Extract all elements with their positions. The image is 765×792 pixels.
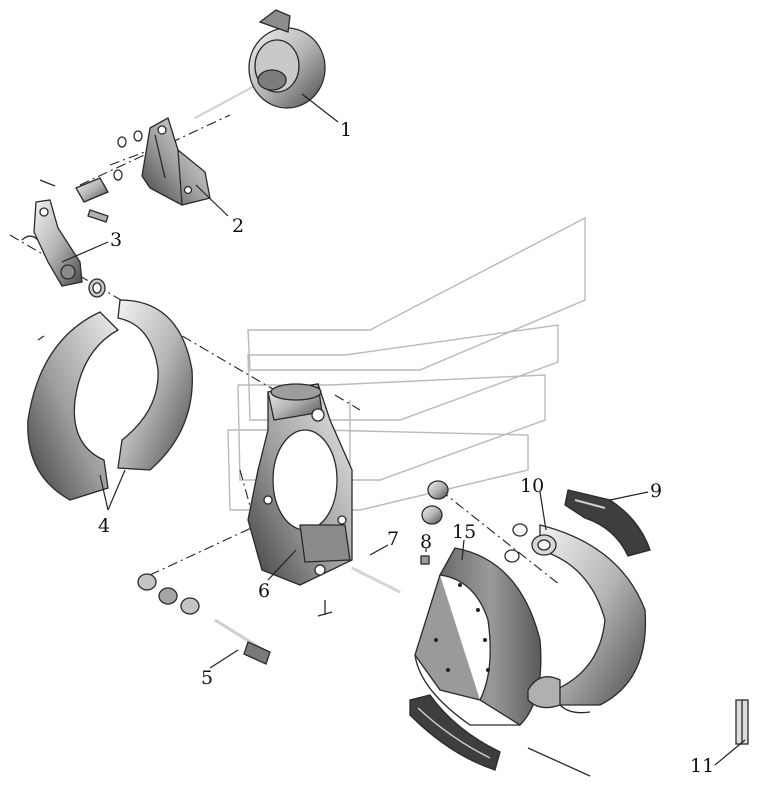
callout-8: 8	[420, 531, 432, 553]
chamber-bracket	[141, 117, 211, 206]
camshaft	[137, 573, 271, 665]
brake-lining	[414, 547, 542, 726]
callout-labels: 1 2 3 4 5 6 7 8 9 10 11 15	[98, 119, 714, 777]
callout-1: 1	[340, 119, 352, 141]
brake-chamber	[194, 9, 326, 119]
callout-5: 5	[201, 667, 213, 689]
callout-11: 11	[690, 755, 714, 777]
brake-spider	[247, 383, 353, 617]
dust-shield	[27, 299, 193, 501]
anchor-pin	[351, 566, 401, 594]
brake-shoe	[527, 524, 647, 714]
callout-6: 6	[258, 580, 270, 602]
callout-10: 10	[520, 475, 544, 497]
clevis-hardware	[39, 130, 143, 223]
callout-7: 7	[387, 528, 399, 550]
callout-3: 3	[110, 229, 122, 251]
detail-pin	[735, 699, 749, 745]
lining-segment-upper	[564, 489, 651, 557]
callout-4: 4	[98, 515, 110, 537]
callout-2: 2	[232, 215, 244, 237]
slack-adjuster	[21, 199, 106, 298]
return-spring	[527, 747, 591, 777]
small-pin	[420, 555, 430, 565]
lining-segment-lower	[409, 694, 501, 771]
callout-15: 15	[452, 521, 476, 543]
shoe-bushings	[421, 480, 528, 563]
callout-9: 9	[650, 480, 662, 502]
leader-lines	[61, 93, 746, 766]
